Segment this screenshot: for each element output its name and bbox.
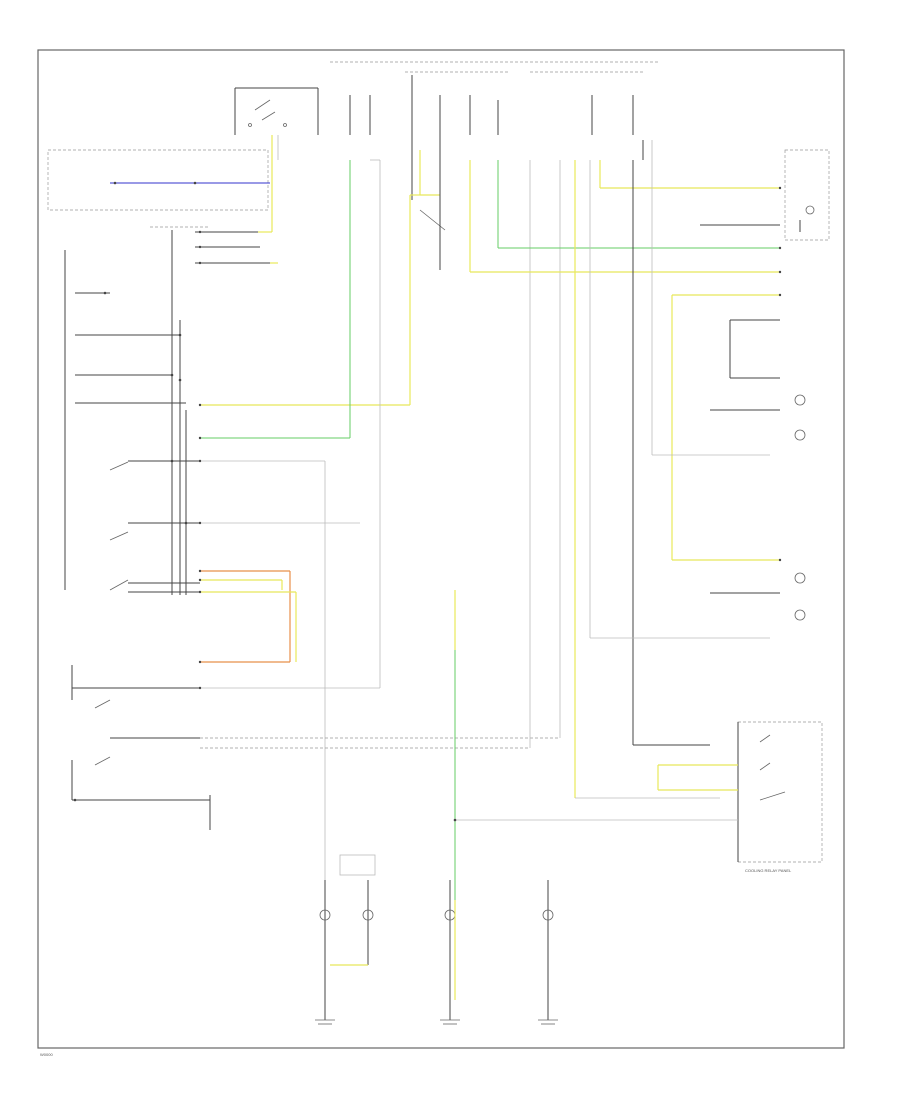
lower-left-switches xyxy=(71,665,211,830)
orange-wires xyxy=(200,570,297,663)
upper-left-connectors xyxy=(150,135,278,264)
switch-output-wires xyxy=(128,459,200,593)
connector-markers xyxy=(198,186,782,690)
right-vertical-wires xyxy=(574,140,770,799)
instrument-cluster-module xyxy=(47,149,269,211)
switch-contacts xyxy=(109,461,129,591)
right-lamp-group-1 xyxy=(700,149,830,241)
cooling-relay-panel xyxy=(455,721,823,863)
diagram-frame xyxy=(37,49,845,1049)
bottom-lamps xyxy=(315,854,558,1025)
relay-panel-label: COOLING RELAY PANEL xyxy=(745,868,792,873)
right-lamp-group-3 xyxy=(710,572,806,621)
top-bus-strip xyxy=(330,61,660,73)
fuse-stubs xyxy=(349,75,634,200)
right-lamp-group-2 xyxy=(710,319,806,441)
middle-light-wires xyxy=(200,159,381,880)
ignition-switch xyxy=(234,87,319,160)
figure-id: W0000 xyxy=(40,1052,53,1057)
center-relay xyxy=(419,150,446,270)
headlight-switch-module xyxy=(64,230,187,595)
